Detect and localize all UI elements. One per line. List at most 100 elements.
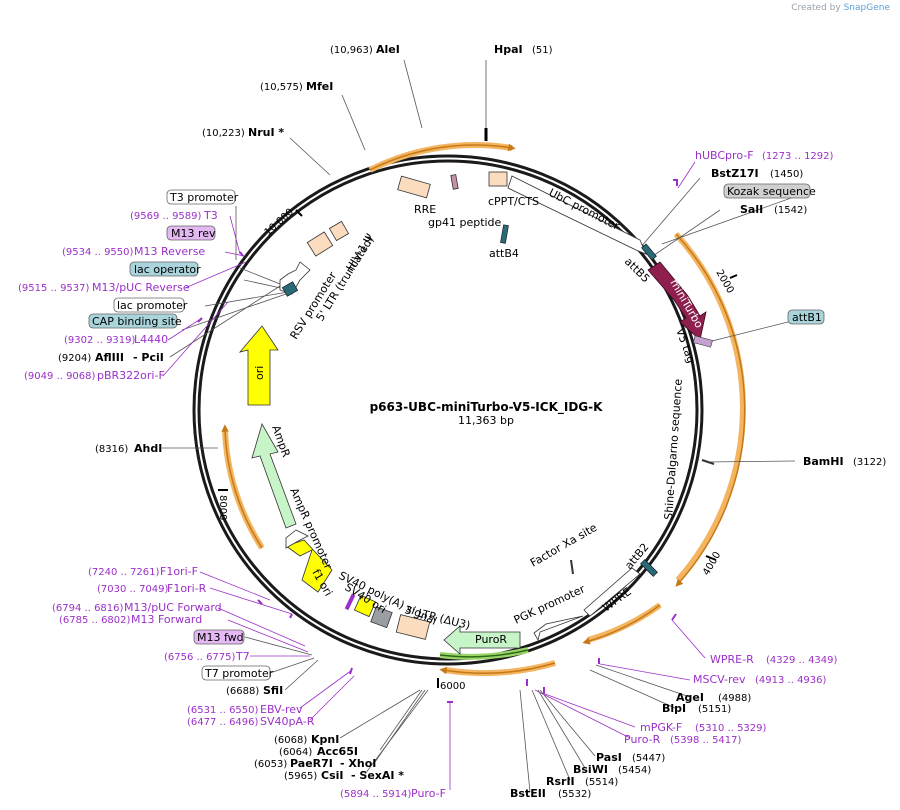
enzyme-pasi-pos: (5447)	[632, 753, 665, 764]
label-cppt: cPPT/CTS	[488, 195, 539, 208]
attb4-mark	[500, 224, 509, 244]
plasmid-size: 11,363 bp	[458, 414, 514, 427]
enzyme-rsrii: RsrII	[546, 775, 575, 788]
primer-m13fwd: M13 Forward	[131, 613, 202, 626]
enzyme-afliii: AflIII	[95, 351, 124, 364]
miniturbo-arrow	[647, 261, 707, 341]
enzyme-ahdi: AhdI	[134, 442, 162, 455]
cppt-box	[488, 171, 508, 187]
snapgene-credit: Created by SnapGene	[791, 3, 890, 13]
v5-box	[692, 335, 713, 348]
enzyme-acc65i-pos: (6064)	[279, 747, 312, 758]
primer-m13rev-pos: (9534 .. 9550)	[62, 247, 134, 258]
primer-mscvrev: MSCV-rev	[693, 673, 746, 686]
ampr-arrow	[251, 422, 297, 529]
enzyme-blpi-pos: (5151)	[698, 704, 731, 715]
orf-arc-lower-line	[582, 604, 661, 645]
primer-hubcpro-pos: (1273 .. 1292)	[762, 151, 834, 162]
enzyme-bsiwi: BsiWI	[573, 763, 608, 776]
primer-ebvrev-pos: (6531 .. 6550)	[187, 705, 259, 716]
primer-t7: T7	[235, 650, 250, 663]
label-rre: RRE	[414, 203, 436, 216]
enzyme-mfei: MfeI	[306, 80, 333, 93]
ori-arrow	[238, 325, 279, 406]
primer-l4440: L4440	[134, 333, 168, 346]
primer-m13pucrev-pos: (9515 .. 9537)	[18, 283, 90, 294]
box-lacpromoter: lac promoter	[117, 299, 188, 312]
enzyme-sfii: SfiI	[263, 684, 283, 697]
backbone-inner	[197, 159, 699, 661]
enzyme-kpni-pos: (6068)	[274, 735, 307, 746]
boxed-labels: T3 promoter M13 rev lac operator lac pro…	[88, 183, 825, 681]
label-pgk: PGK promoter	[512, 582, 588, 626]
enzyme-sexai: - SexAI *	[351, 769, 404, 782]
polya-mark	[344, 593, 356, 611]
enzyme-leaders	[162, 59, 809, 793]
label-hiv: HIV-1 Ψ	[344, 231, 377, 273]
ltr3-box	[395, 614, 431, 640]
primer-mscvrev-pos: (4913 .. 4936)	[755, 675, 827, 686]
box-lacoperator: lac operator	[134, 263, 201, 276]
enzyme-mfei-pos: (10,575)	[260, 82, 303, 93]
sv40ori-box	[370, 606, 393, 629]
primer-labels: hUBCpro-F (1273 .. 1292) (9569 .. 9589) …	[18, 149, 838, 800]
primer-pbr322: pBR322ori-F	[97, 369, 165, 382]
ampr-promoter-arrow	[285, 529, 309, 549]
box-m13fwd: M13 fwd	[197, 631, 244, 644]
primer-f1orif: F1ori-F	[160, 565, 198, 578]
credit-prefix: Created by	[791, 3, 841, 13]
primer-puror-pos: (5398 .. 5417)	[670, 735, 742, 746]
enzyme-alei-pos: (10,963)	[330, 45, 373, 56]
label-attb4: attB4	[489, 247, 519, 260]
label-factorxa: Factor Xa site	[528, 521, 599, 570]
enzyme-bamhi-pos: (3122)	[853, 457, 886, 468]
box-cap: CAP binding site	[92, 315, 182, 328]
label-puror: PuroR	[475, 633, 507, 646]
wpre-box	[583, 567, 641, 617]
primer-l4440-pos: (9302 .. 9319)	[64, 335, 136, 346]
lac-marks	[281, 281, 299, 297]
enzyme-afliii-pos: (9204)	[58, 353, 91, 364]
primer-markers	[197, 179, 678, 703]
attb2-mark	[640, 559, 658, 577]
primer-f1orir: F1ori-R	[167, 582, 207, 595]
enzyme-nrui-pos: (10,223)	[202, 128, 245, 139]
enzyme-csii: CsiI	[321, 769, 343, 782]
factorxa-mark	[570, 559, 574, 575]
enzyme-hpai: HpaI	[494, 43, 523, 56]
backbone-outer	[192, 154, 704, 666]
label-ampr: AmpR	[269, 424, 293, 460]
primer-ebvrev: EBV-rev	[260, 703, 303, 716]
enzyme-kpni: KpnI	[311, 733, 339, 746]
primer-sv40pa: SV40pA-R	[260, 715, 315, 728]
enzyme-acc65i: Acc65I	[317, 745, 358, 758]
box-kozak: Kozak sequence	[727, 185, 816, 198]
enzyme-paer7i: PaeR7I	[290, 757, 333, 770]
puror-arc-line	[439, 649, 529, 658]
orf-arc-left-line	[221, 424, 263, 549]
enzyme-agei: AgeI	[676, 691, 704, 704]
sv40polya-box	[353, 594, 377, 618]
primer-leaders	[162, 161, 706, 790]
gp41-box	[450, 174, 459, 190]
enzyme-sfii-pos: (6688)	[226, 686, 259, 697]
enzyme-paer7i-pos: (6053)	[254, 759, 287, 770]
box-attb1: attB1	[792, 311, 822, 324]
features	[238, 171, 715, 655]
box-m13rev: M13 rev	[171, 227, 216, 240]
enzyme-sali: SalI	[740, 203, 763, 216]
enzyme-bsteii-pos: (5532)	[558, 789, 591, 800]
plasmid-name: p663-UBC-miniTurbo-V5-ICK_IDG-K	[370, 400, 604, 415]
primer-t3-pos: (9569 .. 9589)	[130, 211, 202, 222]
box-t3promoter: T3 promoter	[169, 191, 239, 204]
orf-arc-bottom-line	[439, 662, 556, 675]
enzyme-bsteii: BstEII	[510, 787, 546, 800]
enzyme-bamhi: BamHI	[803, 455, 844, 468]
tick-10000: 10,000	[263, 207, 296, 239]
tick-8000: 8000	[217, 495, 228, 520]
primer-m13fwd-pos: (6785 .. 6802)	[59, 615, 131, 626]
enzyme-bstz17i: BstZ17I	[711, 167, 759, 180]
enzyme-agei-pos: (4988)	[718, 693, 751, 704]
puror-arrow	[443, 625, 521, 655]
